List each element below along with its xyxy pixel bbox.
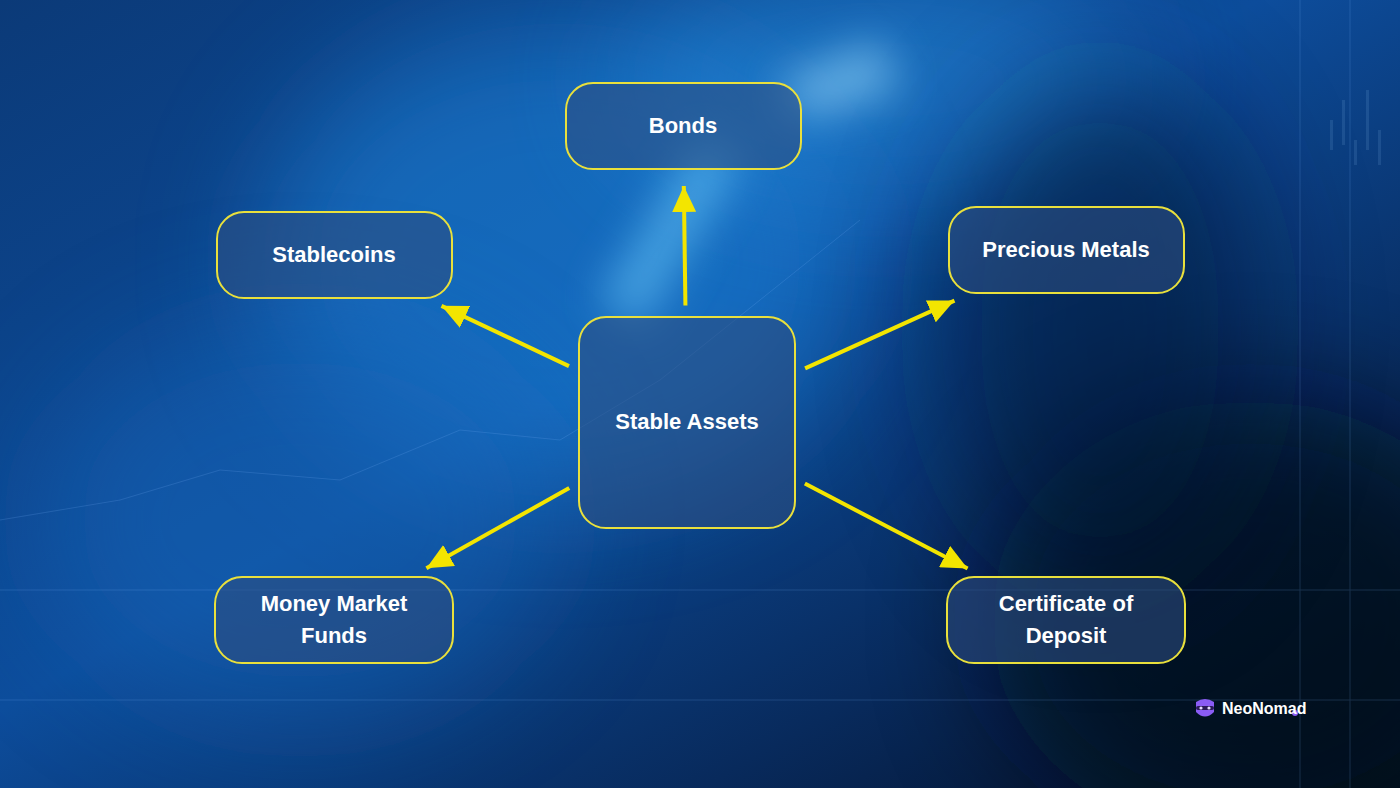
node-label: Stablecoins	[272, 239, 395, 271]
node-label: Stable Assets	[615, 406, 758, 438]
arrow-connector	[426, 488, 569, 568]
node-label: Certificate of Deposit	[970, 588, 1162, 652]
brand-name: NeoNomad	[1222, 700, 1306, 718]
center-box: Stable Assets	[578, 316, 796, 529]
arrow-connector	[441, 306, 568, 366]
category-box: Money Market Funds	[214, 576, 454, 664]
arrow-connector	[684, 186, 686, 306]
arrow-connector	[805, 484, 968, 569]
node-label: Precious Metals	[982, 234, 1150, 266]
node-label: Money Market Funds	[238, 588, 430, 652]
category-box: Bonds	[565, 82, 802, 170]
arrow-connector	[805, 301, 954, 369]
category-box: Certificate of Deposit	[946, 576, 1186, 664]
node-label: Bonds	[649, 110, 717, 142]
category-box: Precious Metals	[948, 206, 1185, 294]
category-box: Stablecoins	[216, 211, 453, 299]
brand-icon	[1196, 699, 1214, 717]
